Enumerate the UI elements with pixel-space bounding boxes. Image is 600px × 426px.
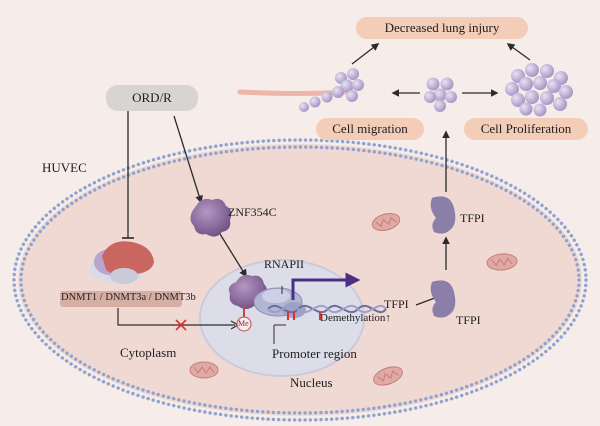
promoter-label: Promoter region bbox=[272, 346, 357, 361]
arrow-znf354c-to-nucleus bbox=[219, 233, 247, 278]
dnmt3a-label: DNMT3a bbox=[105, 292, 147, 303]
tfpi-protein-lower-icon bbox=[430, 280, 456, 318]
mitochondrion-icon bbox=[486, 253, 518, 271]
migrating-cell-cluster bbox=[299, 68, 364, 112]
demethylation-up-arrow: ↑ bbox=[385, 312, 391, 324]
migration-pill: Cell migration bbox=[316, 118, 424, 140]
dnmt3b-label: DNMT3b bbox=[154, 292, 196, 303]
arrow-migration-to-outcome bbox=[351, 43, 380, 65]
mitochondrion-icon bbox=[373, 366, 403, 386]
cell-type-label: HUVEC bbox=[42, 160, 87, 175]
blocked-x-icon bbox=[175, 319, 187, 331]
proliferation-pill: Cell Proliferation bbox=[464, 118, 588, 140]
dnmt-sep-2: / bbox=[148, 292, 152, 303]
mitochondrion-icon bbox=[371, 212, 401, 232]
demethylation-text: Demethylation bbox=[320, 312, 386, 324]
dnmt1-label: DNMT1 bbox=[61, 292, 98, 303]
arrow-proliferation-to-outcome bbox=[506, 43, 531, 61]
znf354c-label: ZNF354C bbox=[228, 205, 277, 219]
dnmt-sep-1: / bbox=[99, 292, 103, 303]
stimulus-box: ORD/R bbox=[106, 85, 198, 111]
arrow-ordr-to-znf354c bbox=[173, 115, 203, 204]
proliferating-cell-cluster bbox=[505, 63, 573, 117]
znf354c-protein-icon bbox=[190, 198, 232, 237]
dnmt-complex bbox=[90, 241, 154, 284]
demethylation-label: Demethylation↑ bbox=[320, 312, 391, 324]
methyl-label: Me bbox=[238, 319, 249, 328]
dnmt-methylation-line bbox=[117, 308, 235, 326]
nucleus-label: Nucleus bbox=[290, 375, 333, 390]
tfpi-protein-upper-icon bbox=[430, 196, 456, 234]
rnapii-label: RNAPII bbox=[264, 257, 305, 271]
outcome-pill: Decreased lung injury bbox=[356, 17, 528, 39]
mitochondrion-icon bbox=[189, 361, 219, 379]
cell-membrane-inner bbox=[19, 145, 581, 415]
dnmt-label-bar bbox=[60, 291, 182, 307]
transcription-arrow bbox=[291, 272, 361, 300]
tfpi-protein-lower-label: TFPI bbox=[456, 313, 481, 327]
dnmt-labels: DNMT1 / DNMT3a / DNMT3b bbox=[61, 292, 196, 303]
dna-helix bbox=[267, 304, 387, 314]
tfpi-gene-label: TFPI bbox=[384, 297, 409, 311]
methyl-group-icon bbox=[236, 316, 252, 332]
tfpi-protein-upper-label: TFPI bbox=[460, 211, 485, 225]
center-cell-cluster bbox=[424, 77, 457, 112]
cytoplasm-label: Cytoplasm bbox=[120, 345, 177, 360]
cell-membrane-outer bbox=[12, 138, 588, 422]
